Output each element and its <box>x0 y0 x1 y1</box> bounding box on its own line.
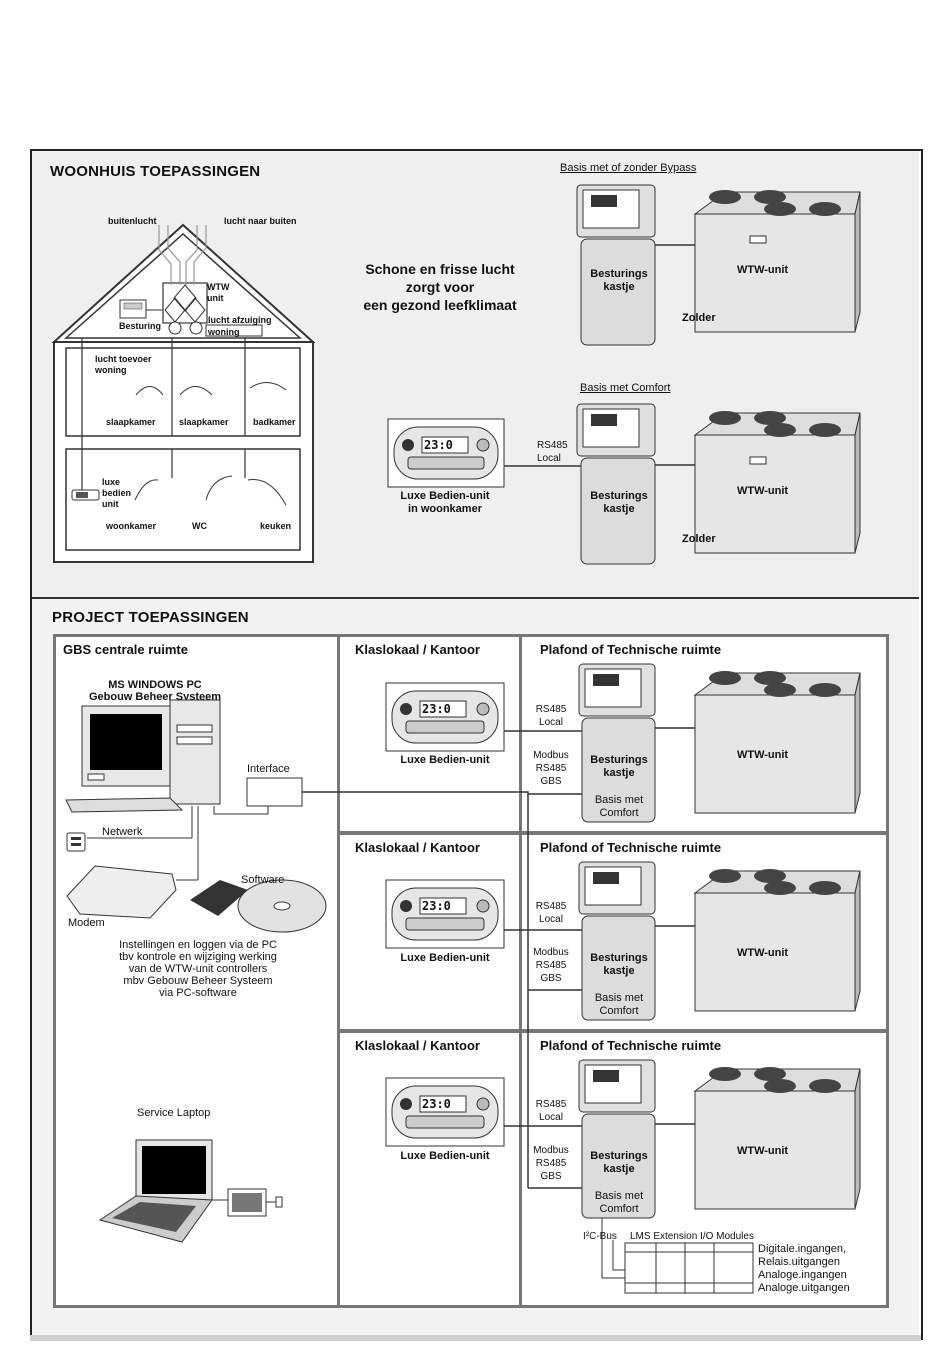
wtw-label-1: WTW-unit <box>737 749 789 761</box>
wtw-unit-2: WTW-unit <box>737 485 789 497</box>
software-label: Software <box>241 874 285 886</box>
rs485-local-woon: RS485 Local <box>537 440 568 464</box>
project-title: PROJECT TOEPASSINGEN <box>52 609 249 626</box>
besturingskastje-2: Besturings kastje <box>590 490 648 515</box>
wtw-unit-1: WTW-unit <box>737 264 789 276</box>
plafond-title-3: Plafond of Technische ruimte <box>540 1038 722 1053</box>
besturing-label: Besturing <box>119 321 162 331</box>
modbus-2: Modbus RS485 GBS <box>533 947 569 984</box>
basis-comfort-1: Basis met Comfort <box>594 794 644 819</box>
room-slaapkamer-2: slaapkamer <box>179 417 229 427</box>
room-woonkamer: woonkamer <box>106 521 157 531</box>
plafond-cell-1 <box>519 634 889 834</box>
service-laptop-label: Service Laptop <box>137 1107 211 1119</box>
basis-comfort-3: Basis met Comfort <box>594 1190 644 1215</box>
luxe-label-1: Luxe Bedien-unit <box>400 754 490 766</box>
gbs-description: Instellingen en loggen via de PC tbv kon… <box>119 939 277 999</box>
interface-label: Interface <box>247 763 290 775</box>
netwerk-label: Netwerk <box>102 826 143 838</box>
buitenlucht-label: buitenlucht <box>108 216 157 226</box>
rs485-2: RS485 Local <box>535 901 567 925</box>
luxe-label-3: Luxe Bedien-unit <box>400 1150 490 1162</box>
zolder-2: Zolder <box>682 533 716 545</box>
plafond-title-2: Plafond of Technische ruimte <box>540 840 722 855</box>
luxe-label-2: Luxe Bedien-unit <box>400 952 490 964</box>
luxe-bedien-woonkamer: Luxe Bedien-unit in woonkamer <box>400 490 490 515</box>
room-wc: WC <box>192 521 207 531</box>
basis-bypass-caption: Basis met of zonder Bypass <box>560 162 697 174</box>
woonhuis-panel <box>32 151 919 599</box>
woning-label: woning <box>208 327 240 337</box>
basis-comfort-2: Basis met Comfort <box>594 992 644 1017</box>
besturing-1: Besturings kastje <box>590 754 648 779</box>
klas-title-2: Klaslokaal / Kantoor <box>355 840 480 855</box>
display-row1: 23:0 <box>422 702 451 716</box>
klas-title-1: Klaslokaal / Kantoor <box>355 642 480 657</box>
pc-title: MS WINDOWS PC Gebouw Beheer Systeem <box>88 679 222 703</box>
basis-comfort-caption: Basis met Comfort <box>580 382 671 394</box>
lms-output-1: Digitale.ingangen, <box>758 1243 847 1255</box>
display-woon: 23:0 <box>424 438 453 452</box>
lucht-naar-buiten-label: lucht naar buiten <box>224 216 297 226</box>
klas-cell-3 <box>337 1030 522 1308</box>
room-slaapkamer-1: slaapkamer <box>106 417 156 427</box>
display-row3: 23:0 <box>422 1097 451 1111</box>
klas-cell-1 <box>337 634 522 834</box>
lms-output-2: Relais.uitgangen <box>758 1256 840 1268</box>
modbus-3: Modbus RS485 GBS <box>533 1145 569 1182</box>
display-row2: 23:0 <box>422 899 451 913</box>
rs485-3: RS485 Local <box>535 1099 567 1123</box>
rs485-1: RS485 Local <box>535 704 567 728</box>
room-keuken: keuken <box>260 521 292 531</box>
wtw-unit-label: WTW unit <box>207 282 230 303</box>
lms-output-3: Analoge.ingangen <box>758 1269 847 1281</box>
zolder-1: Zolder <box>682 312 716 324</box>
plafond-cell-2 <box>519 832 889 1032</box>
besturingskastje-1: Besturings kastje <box>590 268 648 293</box>
lucht-afzuiging-label: lucht afzuiging <box>208 315 272 325</box>
slogan: Schone en frisse lucht zorgt voor een ge… <box>363 261 517 313</box>
wtw-label-3: WTW-unit <box>737 1145 789 1157</box>
wtw-label-2: WTW-unit <box>737 947 789 959</box>
lucht-toevoer-label: lucht toevoer woning <box>95 354 152 375</box>
modem-label: Modem <box>68 917 105 929</box>
modbus-1: Modbus RS485 GBS <box>533 750 569 787</box>
i2c-bus-label: I²C-Bus <box>583 1231 617 1242</box>
luxe-bedien-unit-label: luxe bedien unit <box>102 477 132 509</box>
woonhuis-title: WOONHUIS TOEPASSINGEN <box>50 163 261 180</box>
lms-output-4: Analoge.uitgangen <box>758 1282 850 1294</box>
lms-title: LMS Extension I/O Modules <box>630 1231 754 1242</box>
gbs-title: GBS centrale ruimte <box>63 642 188 657</box>
klas-title-3: Klaslokaal / Kantoor <box>355 1038 480 1053</box>
besturing-3: Besturings kastje <box>590 1150 648 1175</box>
plafond-title-1: Plafond of Technische ruimte <box>540 642 722 657</box>
bottom-bar <box>30 1335 921 1341</box>
room-badkamer: badkamer <box>253 417 296 427</box>
besturing-2: Besturings kastje <box>590 952 648 977</box>
klas-cell-2 <box>337 832 522 1032</box>
